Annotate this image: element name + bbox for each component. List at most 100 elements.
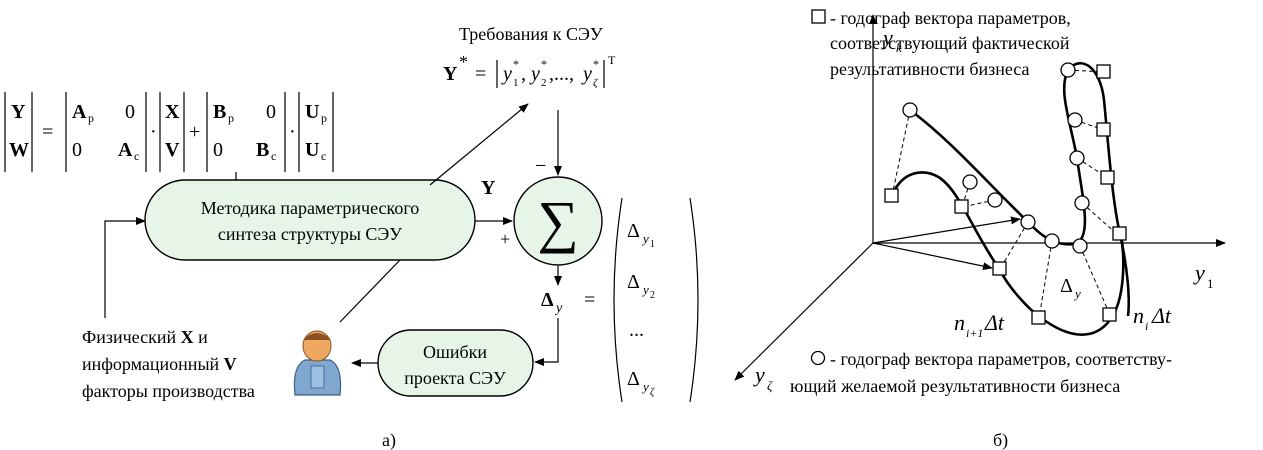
delta-y-label: Δ [1060,275,1073,297]
actual-point [1102,307,1117,322]
delta-item-2-subsub: 2 [650,290,655,301]
actual-point [1096,64,1111,79]
mat-A-0b: 0 [72,139,82,161]
mat-X: X [165,101,180,123]
actual-point [1100,170,1115,185]
mat-U-c-sub: c [321,149,326,163]
factors-line2: информационный V [82,354,237,374]
plus-sign: + [500,229,510,249]
delta-item-3: ... [629,319,644,341]
mat-A-c: A [118,139,133,161]
delta-y-sub: y [1073,286,1081,301]
desired-point [1074,195,1090,211]
delta-item-4-subsub: ζ [650,387,655,398]
minus-sign: − [535,155,546,177]
mat-V: V [165,139,180,161]
legend-circle-line2: ющий желаемой результативности бизнеса [790,376,1120,396]
req-ellipsis: ,..., [549,63,574,85]
n-i-sub: i [1145,319,1148,333]
actual-point [884,188,899,203]
left-panel: Требования к СЭУ Y * = y 1 * , y 2 * ,..… [4,24,699,450]
delta-label: Δ [541,289,554,311]
mat-W: W [9,139,29,161]
caption-a: а) [382,430,396,450]
req-transpose: T [608,53,616,67]
connector-1 [891,109,911,197]
actual-point [1096,122,1111,137]
person-icon [293,330,342,396]
method-box-line1: Методика параметрического [201,198,420,218]
delta-item-4: Δ [627,368,640,390]
factors-line1: Физический X и [82,327,208,347]
axis-yz-label: y [753,362,765,387]
actual-point [954,199,969,214]
delta-item-2-sub: y [641,282,649,297]
legend-circle-line1: - годограф вектора параметров, соответст… [830,349,1172,369]
legend-square-line1: - годограф вектора параметров, [830,8,1071,28]
req-y2: y [529,63,540,85]
connector-4 [1038,240,1053,319]
mat-A-p: A [72,101,87,123]
delta-eq: = [584,289,595,311]
vector-to-circle [872,216,1021,244]
method-box-line2: синтеза структуры СЭУ [218,224,402,244]
factors-line3: факторы производства [82,381,255,401]
mat-dot2: · [289,121,296,143]
caption-b: б) [993,430,1008,450]
mat-dot1: · [150,121,157,143]
connector-5 [1079,245,1111,316]
y-output-label: Y [481,177,496,199]
legend-circle-marker [810,350,826,366]
req-y2-sub: 2 [541,77,547,89]
axis-yz-sub: ζ [767,378,773,393]
delta-item-1-subsub: 1 [650,239,655,250]
matrix-equation: Y W = A p 0 0 A c · X V + B p 0 0 B c [4,92,334,172]
desired-point [987,192,1003,208]
delta-paren-left [613,197,623,403]
n-i-label: n [1133,303,1144,328]
sum-circle [513,176,603,266]
delta-item-4-sub: y [641,379,649,394]
method-box [144,179,476,261]
delta-item-1: Δ [627,220,640,242]
req-y2-star: * [541,57,547,71]
mat-A-c-sub: c [134,149,139,163]
mat-U-p-sub: p [321,111,327,125]
sum-symbol: ∑ [537,189,578,254]
desired-point [1060,62,1076,78]
req-y1-sub: 1 [513,77,519,89]
errors-box-line2: проекта СЭУ [404,368,506,388]
axis-yk-sub: k [896,40,902,55]
mat-plus: + [189,121,200,143]
delta-to-errors-arrow [534,318,559,366]
mat-eq: = [42,121,53,143]
req-y1-star: * [513,57,519,71]
n-i1-label: n [954,310,965,335]
mat-U-c: U [305,139,319,161]
mat-B-p-sub: p [228,111,234,125]
requirements-formula: Y * = y 1 * , y 2 * ,..., y ζ * T [443,52,616,89]
mat-B-c-sub: c [271,149,276,163]
requirements-label: Требования к СЭУ [459,24,603,44]
mat-B-p: B [213,101,226,123]
actual-point [992,261,1007,276]
req-eq: = [475,63,486,85]
mat-B-0a: 0 [266,101,276,123]
actual-point [1112,226,1127,241]
person-to-box-line [339,259,401,323]
right-panel: - годограф вектора параметров, соответст… [734,8,1226,450]
axis-y1-sub: 1 [1207,276,1214,291]
req-sep1: , [521,63,526,85]
desired-point [1067,112,1083,128]
connector-9 [1074,119,1105,131]
desired-point [902,102,918,118]
delta-label-sub: y [554,301,563,316]
delta-vector: Δ y 1 Δ y 2 ... Δ y ζ [627,220,655,398]
req-yz: y [581,63,592,85]
n-i-tail: Δt [1151,303,1172,328]
mat-U-p: U [305,101,319,123]
axis-yk-label: y [881,25,893,50]
delta-item-1-sub: y [641,231,649,246]
desired-hodograph [909,62,1131,317]
